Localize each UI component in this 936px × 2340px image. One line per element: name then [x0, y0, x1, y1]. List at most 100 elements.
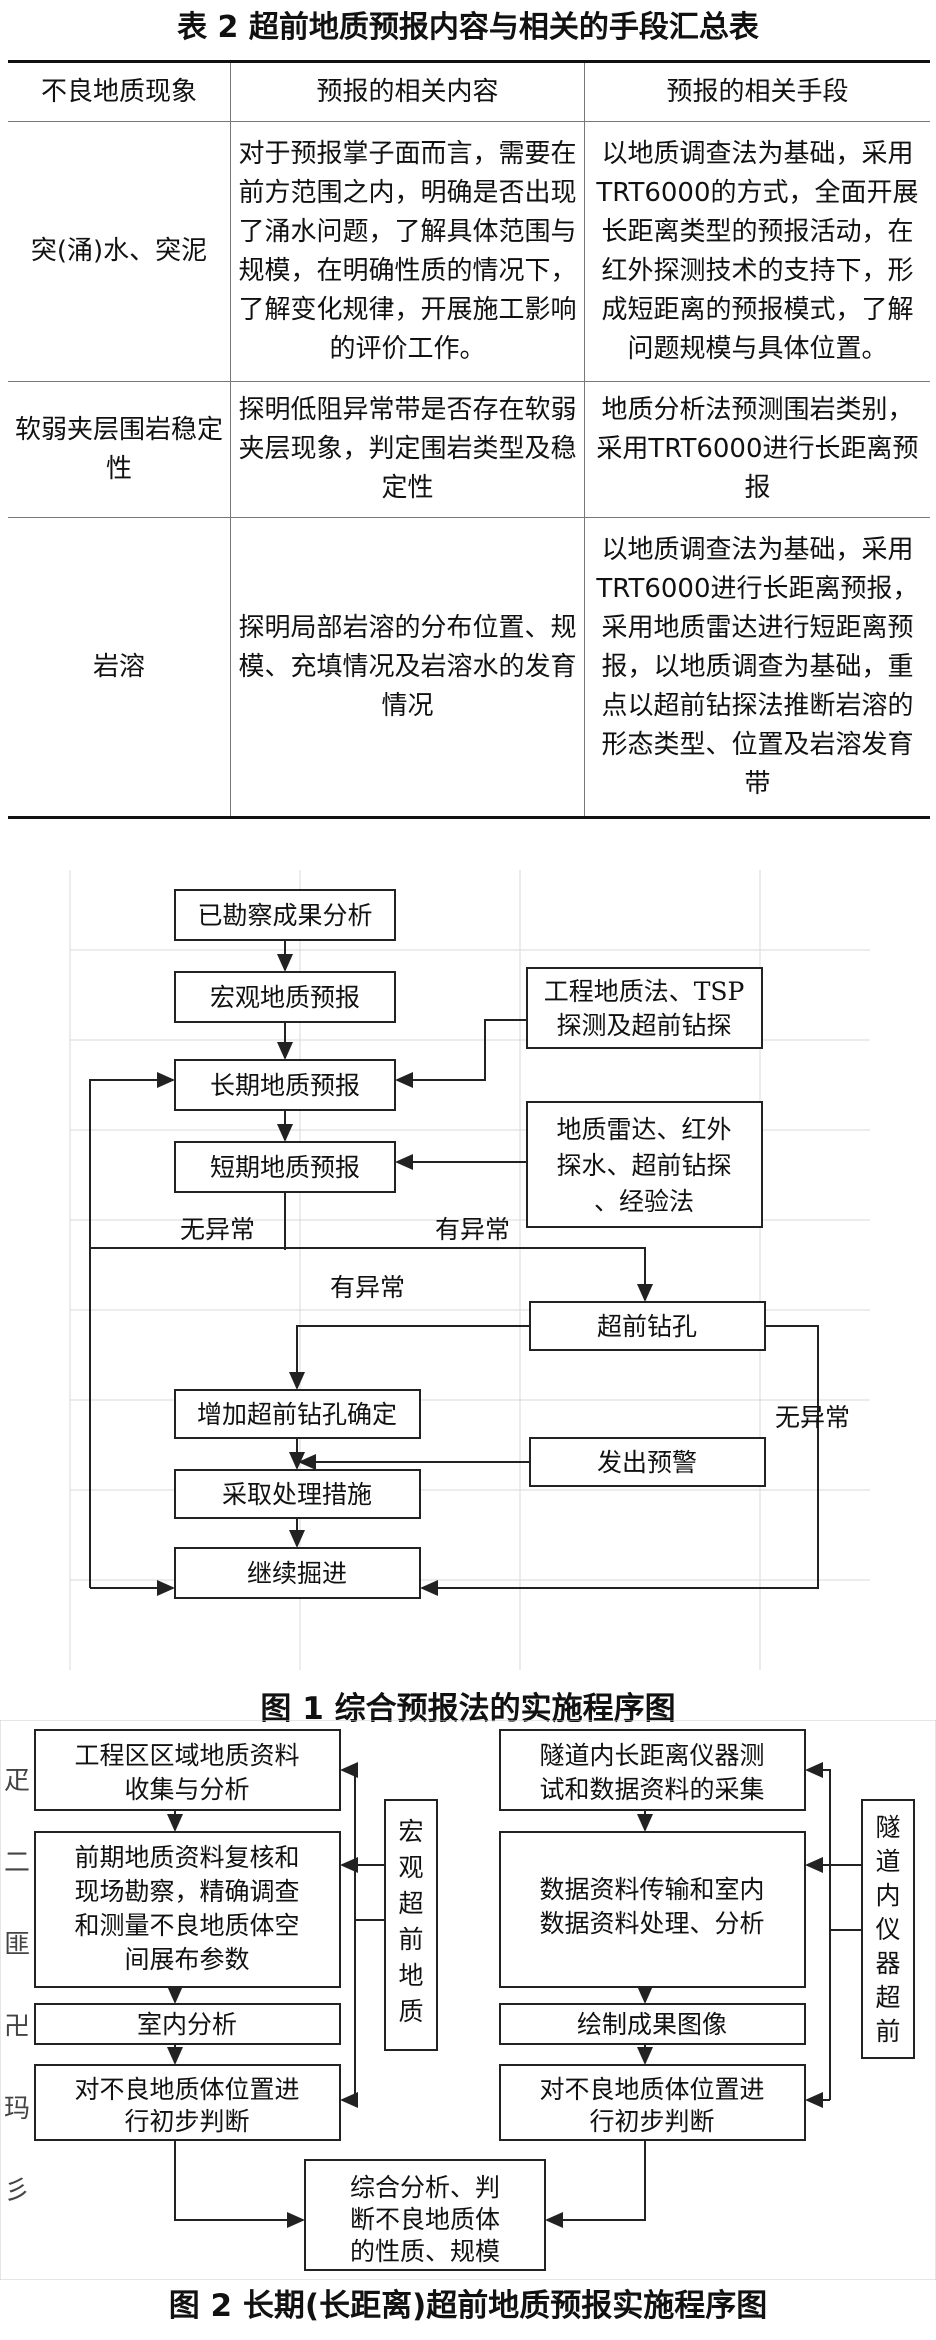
flow-box-add-drilling [174, 1389, 421, 1439]
column-header-means: 预报的相关手段 [583, 61, 930, 122]
vertical-char: 内 [875, 1881, 900, 1910]
flow-label-advance-drilling: 超前钻孔 [597, 1312, 697, 1341]
figure2-flowchart: 工程区区域地质资料 收集与分析 前期地质资料复核和 现场勘察，精确调查 和测量不… [0, 1720, 936, 2280]
vertical-char: 器 [875, 1949, 900, 1978]
table-cell-content: 探明低阻异常带是否存在软弱夹层现象，判定围岩类型及稳定性 [230, 381, 585, 518]
flow-label-comprehensive-1: 综合分析、判 [350, 2173, 500, 2202]
flow-label-review-survey-3: 和测量不良地质体空 [74, 1911, 299, 1940]
flow-label-no-anomaly: 无异常 [180, 1215, 255, 1244]
flow-label-long-term-forecast: 长期地质预报 [210, 1071, 360, 1100]
flow-label-anomaly: 有异常 [435, 1215, 510, 1244]
flow-label-measures: 采取处理措施 [222, 1480, 372, 1509]
flow-label-no-anomaly: 无异常 [775, 1403, 850, 1432]
vertical-char: 道 [875, 1847, 900, 1876]
flow-label-review-survey-2: 现场勘察，精确调查 [74, 1877, 299, 1906]
margin-char: 玛 [4, 2094, 31, 2124]
forecast-summary-table: 不良地质现象 预报的相关内容 预报的相关手段 突(涌)水、突泥 对于预报掌子面而… [8, 60, 930, 819]
flow-arrow-no-anomaly [89, 1072, 285, 1249]
flow-label-preliminary-left-2: 行初步判断 [124, 2107, 249, 2136]
flow-box-tunnel-data-collection [499, 1729, 806, 1811]
left-margin-clipped-text: 疋 二 匪 卍 玛 彡 [4, 1740, 30, 2232]
table-cell-content: 对于预报掌子面而言，需要在前方范围之内，明确是否出现了涌水问题，了解具体范围与规… [230, 121, 585, 382]
table-row: 突(涌)水、突泥 对于预报掌子面而言，需要在前方范围之内，明确是否出现了涌水问题… [8, 121, 930, 382]
flow-label-preliminary-left-1: 对不良地质体位置进 [74, 2075, 299, 2104]
flow-label-method-radar-1: 地质雷达、红外 [556, 1115, 731, 1144]
flow-arrow-anomaly [285, 1247, 653, 1302]
flow-arrow [340, 1762, 385, 1921]
flow-box-measures [174, 1469, 421, 1519]
flow-arrow-anomaly [289, 1325, 530, 1390]
flow-label-draw-images: 绘制成果图像 [577, 2010, 727, 2039]
margin-char: 二 [4, 1848, 31, 1878]
flow-label-indoor-analysis: 室内分析 [137, 2010, 237, 2039]
column-header-content: 预报的相关内容 [230, 61, 585, 122]
margin-char: 卍 [4, 2012, 31, 2042]
vertical-char: 超 [398, 1889, 423, 1918]
table-cell-phenomenon: 突(涌)水、突泥 [8, 121, 232, 382]
flow-label-regional-data-1: 工程区区域地质资料 [74, 1741, 299, 1770]
table-cell-means: 以地质调查法为基础，采用TRT6000进行长距离预报，采用地质雷达进行短距离预报… [583, 517, 930, 818]
flow-label-warning: 发出预警 [597, 1448, 697, 1477]
margin-char: 匪 [4, 1930, 31, 1960]
figure1-caption: 图 1 综合预报法的实施程序图 [260, 1691, 676, 1727]
vertical-char: 隧 [875, 1813, 900, 1842]
flow-label-regional-data-2: 收集与分析 [124, 1775, 249, 1804]
flow-label-continue: 继续掘进 [247, 1559, 347, 1588]
vertical-char: 观 [398, 1853, 423, 1882]
column-header-phenomenon: 不良地质现象 [8, 61, 232, 122]
table-cell-phenomenon: 岩溶 [8, 517, 232, 818]
flow-label-add-drilling: 增加超前钻孔确定 [197, 1400, 397, 1429]
flow-box-tunnel-instrument-advance [861, 1799, 915, 2059]
flow-box-draw-images [499, 2003, 806, 2045]
flow-box-macro-forecast [174, 971, 396, 1023]
flow-label-short-term-forecast: 短期地质预报 [210, 1153, 360, 1182]
flow-label-method-radar-2: 探水、超前钻探 [556, 1151, 731, 1180]
flow-label-macro-forecast: 宏观地质预报 [210, 983, 360, 1012]
flow-label-data-processing-1: 数据资料传输和室内 [539, 1875, 764, 1904]
vertical-char: 前 [875, 2017, 900, 2046]
flow-arrow [805, 1762, 862, 1931]
table-cell-means: 以地质调查法为基础，采用TRT6000的方式，全面开展长距离类型的预报活动，在红… [583, 121, 930, 382]
vertical-char: 仪 [875, 1915, 900, 1944]
flow-label-method-tsp-1: 工程地质法、TSP [544, 977, 745, 1006]
flow-arrow [395, 1019, 527, 1088]
vertical-char: 宏 [398, 1817, 423, 1846]
table-header-row: 不良地质现象 预报的相关内容 预报的相关手段 [8, 61, 930, 122]
flow-label-data-processing-2: 数据资料处理、分析 [539, 1909, 764, 1938]
table-cell-phenomenon: 软弱夹层围岩稳定性 [8, 381, 232, 518]
flow-arrow [545, 2140, 646, 2228]
margin-char: 彡 [4, 2176, 31, 2206]
table-cell-means: 地质分析法预测围岩类别，采用TRT6000进行长距离预报 [583, 381, 930, 518]
flow-box-short-term-forecast [174, 1141, 396, 1193]
flow-box-indoor-analysis [34, 2003, 341, 2045]
table-row: 软弱夹层围岩稳定性 探明低阻异常带是否存在软弱夹层现象，判定围岩类型及稳定性 地… [8, 381, 930, 518]
flow-arrow [174, 2140, 305, 2228]
flow-box-survey-analysis [174, 889, 396, 941]
flow-arrow-no-anomaly [420, 1325, 819, 1596]
flow-label-method-radar-3: 、经验法 [594, 1187, 694, 1216]
figure1-flowchart: 已勘察成果分析 宏观地质预报 长期地质预报 短期地质预报 工程地质法、TSP 探… [69, 870, 870, 1670]
vertical-char: 前 [398, 1925, 423, 1954]
table-cell-content: 探明局部岩溶的分布位置、规模、充填情况及岩溶水的发育情况 [230, 517, 585, 818]
flow-label-comprehensive-3: 的性质、规模 [350, 2237, 500, 2266]
figure2-caption: 图 2 长期(长距离)超前地质预报实施程序图 [168, 2288, 768, 2324]
flow-label-method-tsp-2: 探测及超前钻探 [556, 1011, 731, 1040]
flow-box-warning [529, 1437, 766, 1487]
flow-box-regional-data [34, 1729, 341, 1811]
flow-label-preliminary-right-2: 行初步判断 [589, 2107, 714, 2136]
vertical-char: 质 [398, 1997, 423, 2026]
flow-label-tunnel-data-1: 隧道内长距离仪器测 [539, 1741, 764, 1770]
flow-box-method-radar [526, 1101, 763, 1228]
flow-box-method-tsp [526, 967, 763, 1049]
flow-label-review-survey-1: 前期地质资料复核和 [74, 1843, 299, 1872]
flow-box-data-processing [499, 1831, 806, 1988]
flow-label-tunnel-data-2: 试和数据资料的采集 [539, 1775, 764, 1804]
flow-box-review-survey [34, 1831, 341, 1988]
table-caption: 表 2 超前地质预报内容与相关的手段汇总表 [177, 10, 759, 45]
margin-char: 疋 [4, 1766, 31, 1796]
vertical-char: 超 [875, 1983, 900, 2012]
flow-label-survey-analysis: 已勘察成果分析 [197, 901, 372, 930]
table-row: 岩溶 探明局部岩溶的分布位置、规模、充填情况及岩溶水的发育情况 以地质调查法为基… [8, 517, 930, 818]
flow-label-preliminary-right-1: 对不良地质体位置进 [539, 2075, 764, 2104]
flow-box-continue [174, 1547, 421, 1599]
